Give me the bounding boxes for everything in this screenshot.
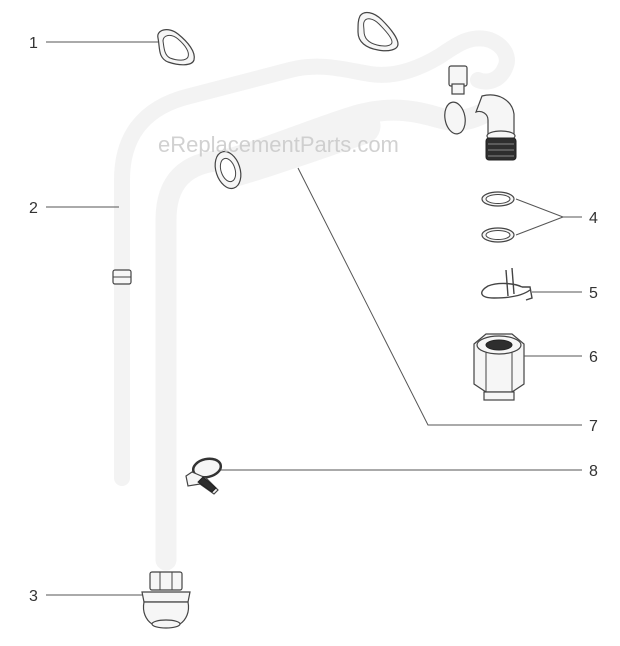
callout-3: 3 [29, 588, 38, 605]
part-3-fitting[interactable] [141, 571, 191, 629]
callout-numbers: 1 2 3 4 5 6 7 8 [29, 35, 598, 605]
leader-4b [515, 216, 564, 236]
part-1-gasket-right[interactable] [357, 11, 399, 52]
part-8-hose-clamp[interactable] [185, 456, 223, 495]
leader-4a [515, 198, 582, 218]
callout-1: 1 [29, 35, 38, 52]
part-1-gasket-left[interactable] [157, 29, 195, 66]
watermark-text: eReplacementParts.com [158, 132, 399, 157]
callout-4: 4 [589, 210, 598, 227]
part-4-o-rings[interactable] [481, 191, 515, 243]
callout-2: 2 [29, 200, 38, 217]
part-7-large-hose[interactable] [155, 94, 517, 571]
callout-8: 8 [589, 463, 598, 480]
callout-6: 6 [589, 349, 598, 366]
part-6-hex-fitting[interactable] [473, 333, 525, 401]
callout-5: 5 [589, 285, 598, 302]
leader-7 [297, 167, 582, 426]
part-5-clip[interactable] [481, 267, 533, 301]
leader-lines [46, 41, 582, 596]
callout-7: 7 [589, 418, 598, 435]
part-2-thin-hose[interactable] [112, 30, 515, 486]
